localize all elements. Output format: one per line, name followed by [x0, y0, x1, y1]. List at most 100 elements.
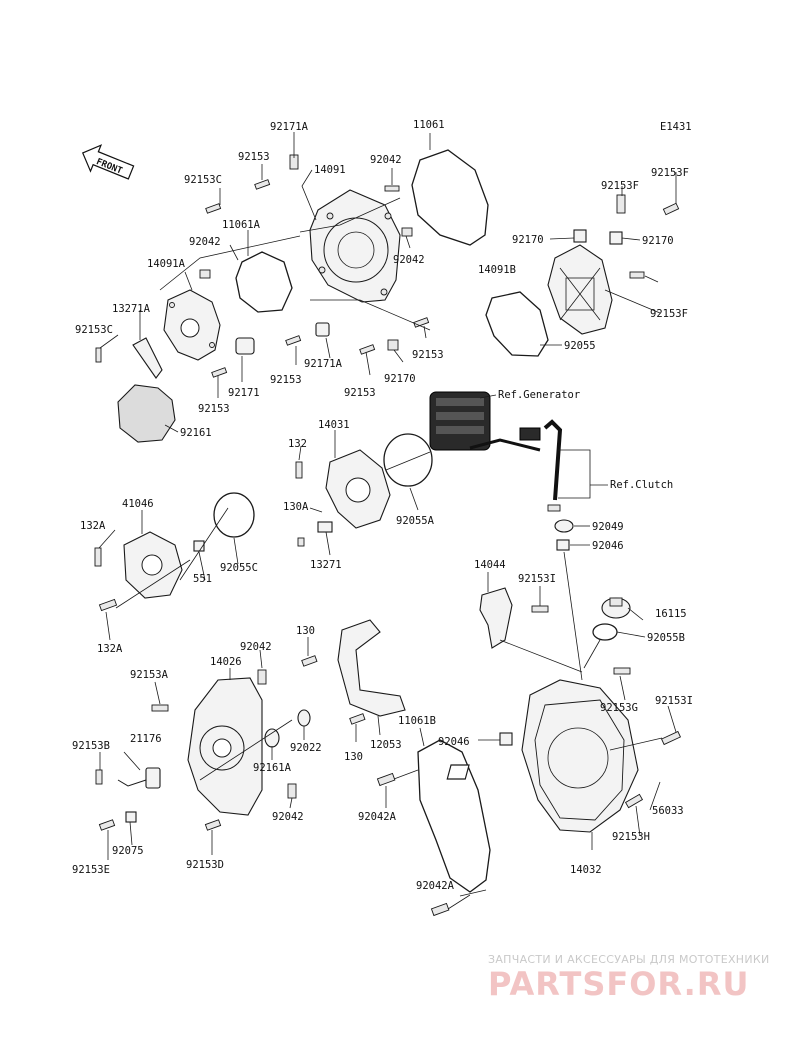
label-92153-d: 92153: [344, 387, 376, 399]
part-14091B-cover: [547, 244, 613, 335]
label-92049: 92049: [592, 521, 624, 533]
label-92171: 92171: [228, 387, 260, 399]
label-132A-a: 132A: [80, 520, 106, 532]
label-92042-c: 92042: [393, 254, 425, 266]
leader-lines-upper-right: [540, 172, 677, 346]
gasket-11061B: [417, 739, 491, 893]
label-92055B: 92055B: [647, 632, 685, 644]
leader-pushrod: [563, 551, 583, 681]
label-14091A: 14091A: [147, 258, 186, 270]
label-92153F-a: 92153F: [601, 180, 639, 192]
oring-92055B: [592, 623, 618, 641]
guard-92161: [117, 384, 176, 443]
label-92046-b: 92046: [438, 736, 470, 748]
label-130-a: 130: [296, 625, 315, 637]
gasket-92055: [485, 291, 549, 357]
label-56033: 56033: [652, 805, 684, 817]
label-11061A: 11061A: [222, 219, 261, 231]
label-92153H: 92153H: [612, 831, 650, 843]
oring-92055C: [213, 492, 255, 538]
label-92171A-top: 92171A: [270, 121, 309, 133]
leader-lines-lower-right: [487, 572, 677, 850]
label-92153-c: 92153: [270, 374, 302, 386]
gasket-11061A: [235, 251, 293, 313]
clamp-92075: [125, 811, 137, 823]
label-92153-b: 92153: [412, 349, 444, 361]
part-14044-bracket: [479, 587, 513, 649]
label-92042A-a: 92042A: [358, 811, 397, 823]
bushing-92046-b: [499, 732, 513, 746]
label-92170-a: 92170: [384, 373, 416, 385]
label-92075: 92075: [112, 845, 144, 857]
label-92170-b: 92170: [512, 234, 544, 246]
label-14044: 14044: [474, 559, 506, 571]
label-92046-a: 92046: [592, 540, 624, 552]
part-41046-cover: [123, 531, 183, 599]
front-arrow-icon: FRONT: [81, 144, 135, 180]
label-14091: 14091: [314, 164, 346, 176]
label-16115: 16115: [655, 608, 687, 620]
label-92153F-b: 92153F: [651, 167, 689, 179]
washer-92022: [297, 709, 311, 727]
clutch-pushrod-icon: [519, 419, 563, 512]
label-92153I-a: 92153I: [518, 573, 556, 585]
part-14091-cover: [309, 189, 401, 303]
label-92042A-b: 92042A: [416, 880, 455, 892]
plate-56033: [446, 764, 470, 780]
bolt-group-upper-left: [95, 154, 430, 378]
label-92153A: 92153A: [130, 669, 169, 681]
bearing-92049: [554, 519, 574, 533]
generator-stator-icon: [429, 391, 541, 452]
leader-lines-middle-left: [98, 507, 239, 641]
label-21176: 21176: [130, 733, 162, 745]
label-551: 551: [193, 573, 212, 585]
collar-92171A: [315, 322, 330, 337]
leader-lines-11061B: [385, 727, 487, 910]
bolt-group-upper-right: [616, 194, 680, 279]
cap-92171: [235, 337, 255, 355]
label-11061B: 11061B: [398, 715, 436, 727]
bracket-13271: [317, 521, 333, 533]
label-41046: 41046: [122, 498, 154, 510]
bolt-group-lower-left: [95, 655, 366, 831]
part-14091A-cover: [163, 289, 221, 361]
label-92161A: 92161A: [253, 762, 292, 774]
label-92161: 92161: [180, 427, 212, 439]
label-132: 132: [288, 438, 307, 450]
label-92055: 92055: [564, 340, 596, 352]
bolt-group-middle-left: [94, 547, 118, 612]
label-11061: 11061: [413, 119, 445, 131]
label-130A: 130A: [283, 501, 309, 513]
label-92042-d: 92042: [240, 641, 272, 653]
bracket-13271A: [132, 337, 163, 379]
label-13271: 13271: [310, 559, 342, 571]
label-92153I-b: 92153I: [655, 695, 693, 707]
part-14026-cover: [187, 677, 263, 816]
bolt-group-generator: [295, 461, 305, 547]
label-92153E: 92153E: [72, 864, 110, 876]
label-14032: 14032: [570, 864, 602, 876]
label-13271A: 13271A: [112, 303, 151, 315]
sensor-21176: [117, 767, 161, 789]
label-92153B: 92153B: [72, 740, 110, 752]
leader-12053: [377, 715, 381, 736]
ref-clutch-bracket: [558, 449, 591, 499]
label-92153-e: 92153: [198, 403, 230, 415]
gasket-11061: [411, 149, 489, 246]
label-92153C-b: 92153C: [75, 324, 113, 336]
ref-generator-leader: [479, 394, 497, 399]
collar-92170-a: [573, 229, 587, 243]
label-92042-a: 92042: [370, 154, 402, 166]
label-92153C-a: 92153C: [184, 174, 222, 186]
bracket-12053: [337, 619, 406, 717]
label-ref-clutch: Ref.Clutch: [610, 479, 673, 491]
label-92042-e: 92042: [272, 811, 304, 823]
watermark-subtitle: ЗАПЧАСТИ И АКСЕССУАРЫ ДЛЯ МОТОТЕХНИКИ: [488, 953, 770, 966]
label-92153D: 92153D: [186, 859, 224, 871]
label-92042-b: 92042: [189, 236, 221, 248]
part-14031-cover: [325, 449, 391, 529]
collar-92170-b: [609, 231, 623, 245]
watermark-brand: PARTSFOR.RU: [488, 965, 749, 1003]
leader-lines-upper-left: [99, 132, 431, 433]
